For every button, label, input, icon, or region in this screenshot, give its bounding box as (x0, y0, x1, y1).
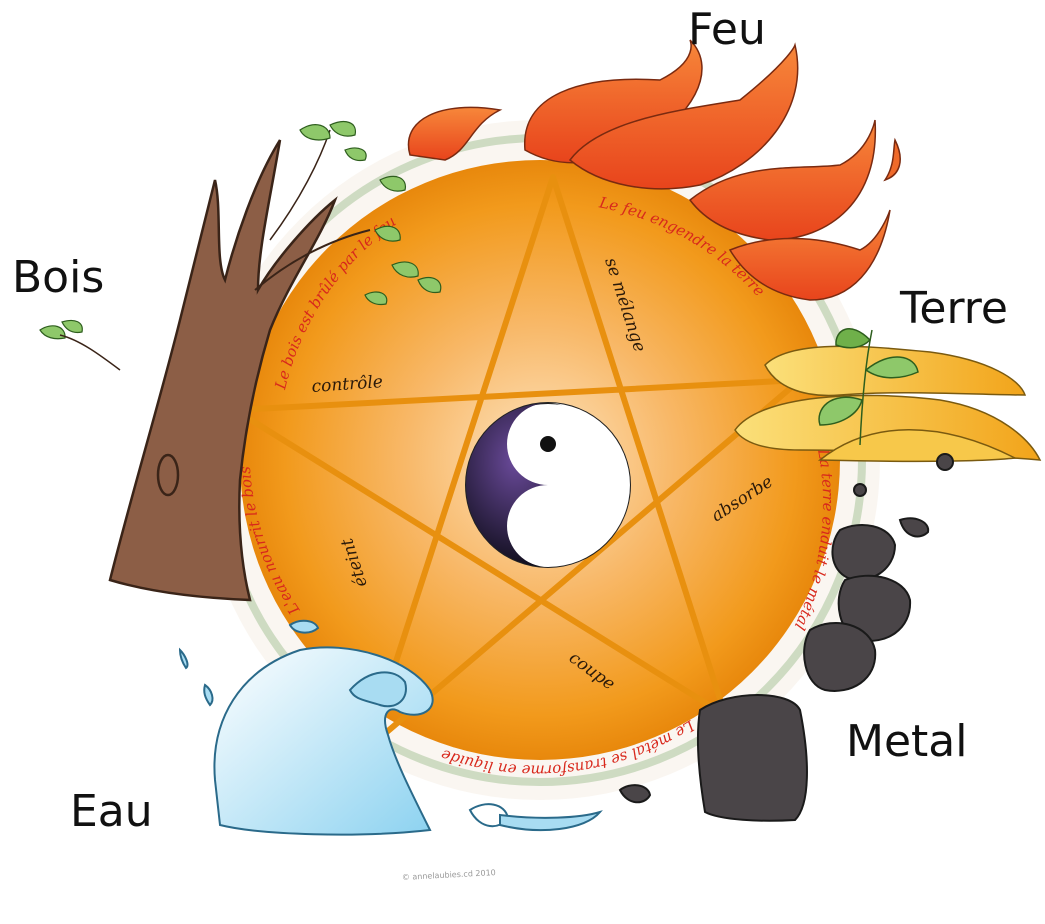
twig (60, 335, 120, 370)
copyright-text: © annelaubies.cd 2010 (402, 868, 496, 882)
label-bois: Bois (12, 252, 104, 303)
label-terre: Terre (899, 283, 1008, 334)
label-feu: Feu (688, 4, 766, 55)
yin-yang-icon (466, 403, 630, 567)
label-metal: Metal (846, 716, 967, 767)
label-eau: Eau (70, 786, 153, 837)
